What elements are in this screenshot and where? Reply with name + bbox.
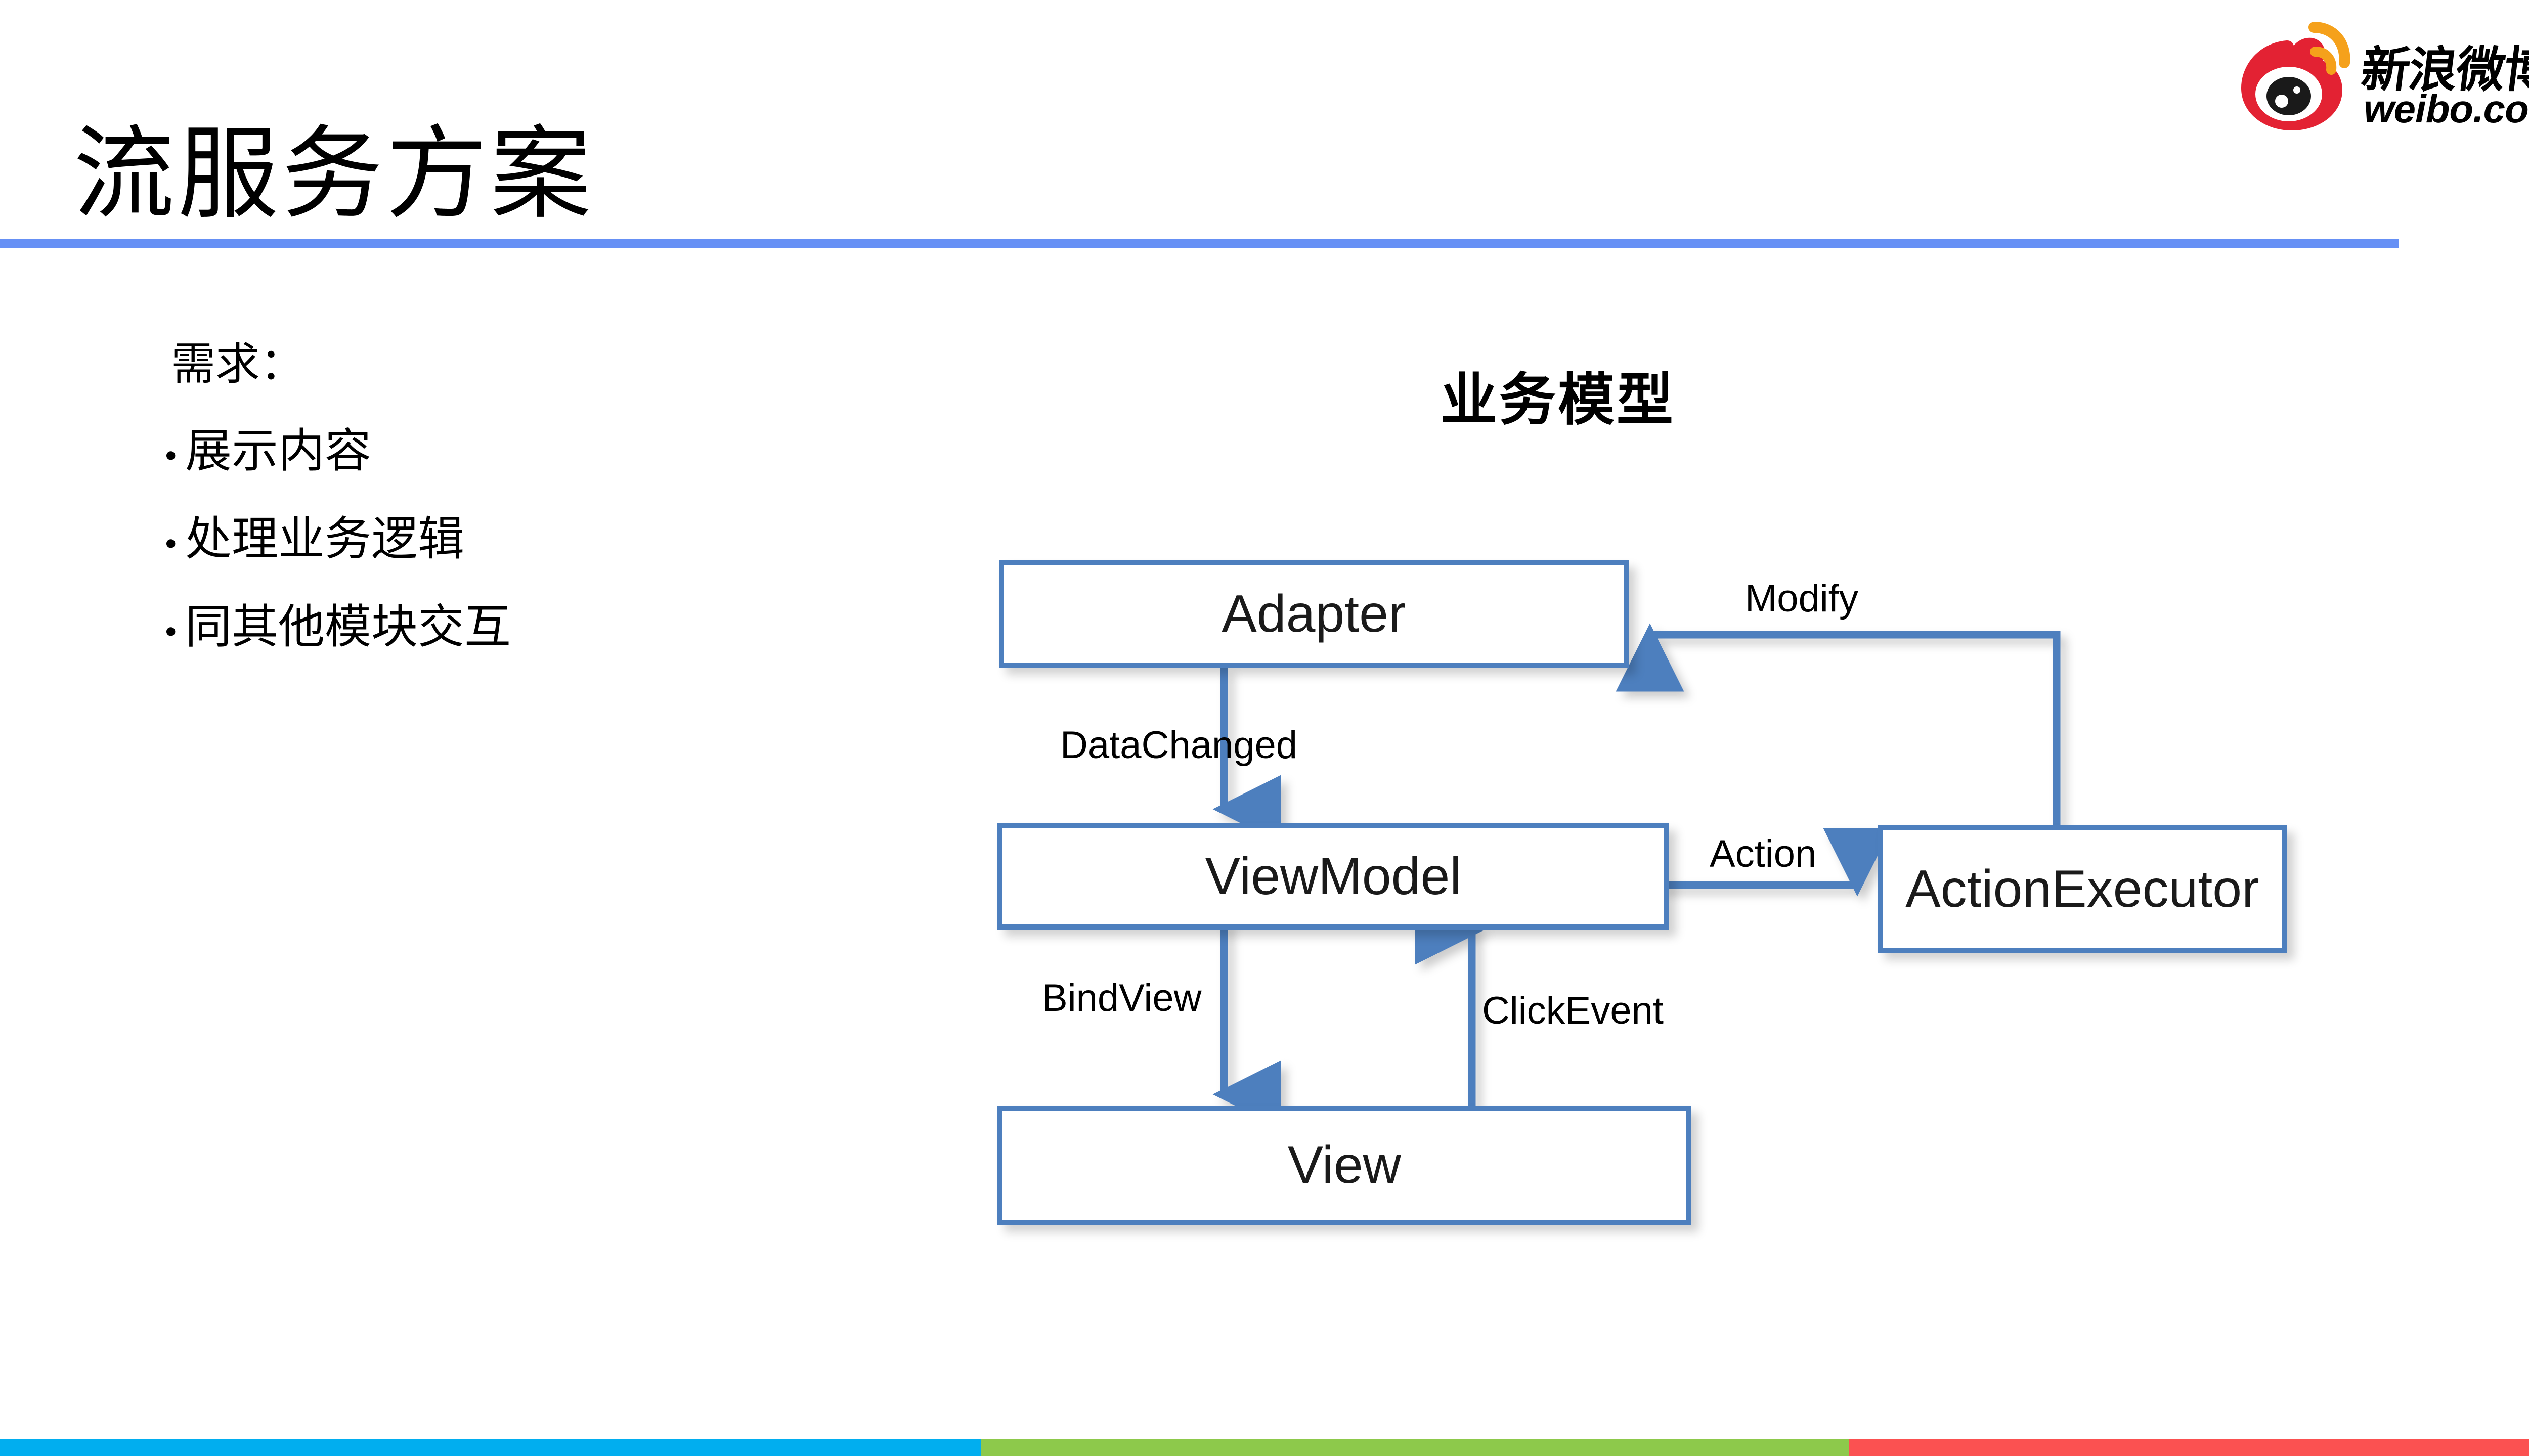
bullet-icon: • xyxy=(162,527,180,562)
node-view[interactable]: View xyxy=(997,1106,1691,1225)
page-title: 流服务方案 xyxy=(73,115,595,233)
weibo-url-text: weibo.com xyxy=(2364,86,2529,131)
edge-label-action: Action xyxy=(1710,832,1817,875)
edge-label-datachanged: DataChanged xyxy=(1060,724,1298,767)
requirement-item-1: • 展示内容 xyxy=(162,428,819,474)
footer-color-bars xyxy=(0,1439,2529,1456)
edge-label-modify: Modify xyxy=(1745,577,1858,620)
weibo-logo: 新浪微博 weibo.com xyxy=(2238,20,2529,152)
requirements-block: 需求： • 展示内容 • 处理业务逻辑 • 同其他模块交互 xyxy=(162,342,819,650)
node-viewmodel[interactable]: ViewModel xyxy=(997,823,1669,930)
title-divider-rule xyxy=(0,239,2399,248)
node-adapter[interactable]: Adapter xyxy=(999,560,1629,668)
edge-label-bindview: BindView xyxy=(1042,977,1202,1020)
footer-bar-green xyxy=(981,1439,1849,1456)
diagram-title: 业务模型 xyxy=(1441,367,1675,433)
requirement-item-3: • 同其他模块交互 xyxy=(162,604,819,650)
node-actionexecutor[interactable]: ActionExecutor xyxy=(1878,825,2287,953)
requirement-label: 同其他模块交互 xyxy=(185,600,511,654)
weibo-eye-icon xyxy=(2241,22,2350,130)
footer-bar-red xyxy=(1849,1439,2529,1456)
requirement-label: 展示内容 xyxy=(185,424,372,478)
requirement-label: 处理业务逻辑 xyxy=(185,512,465,566)
footer-bar-blue xyxy=(0,1439,981,1456)
bullet-icon: • xyxy=(162,439,180,474)
edge-label-clickevent: ClickEvent xyxy=(1482,989,1664,1032)
edge-modify xyxy=(1616,623,2061,825)
bullet-icon: • xyxy=(162,615,180,650)
requirements-heading: 需求： xyxy=(171,338,305,390)
requirement-item-2: • 处理业务逻辑 xyxy=(162,516,819,562)
